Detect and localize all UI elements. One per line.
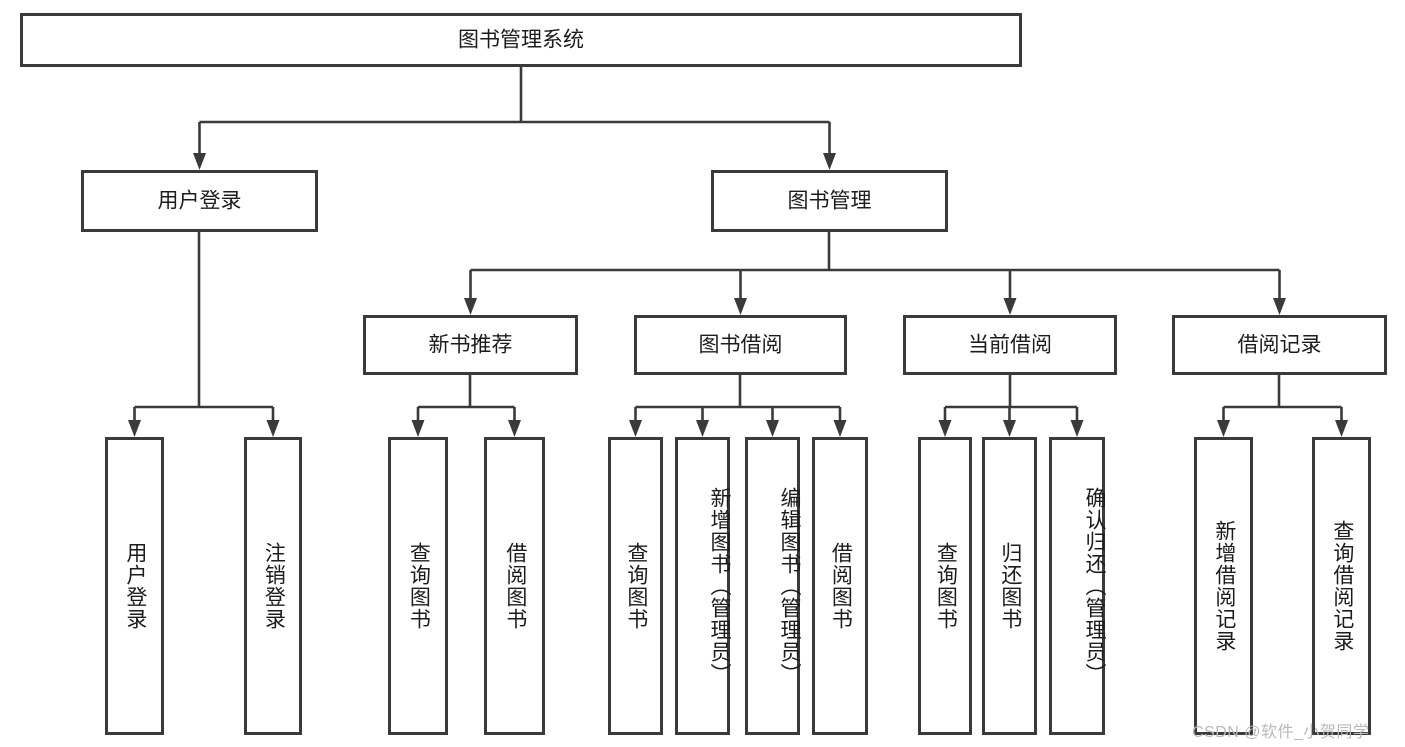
leaf-box-leaf-borrow-book-recommend[interactable] [484,437,545,735]
arrow-head-book-borrow [734,298,747,315]
node-label-root: 图书管理系统 [458,29,584,52]
arrow-head-book-management [823,153,836,170]
leaf-box-leaf-query-book-current[interactable] [918,437,972,735]
leaf-box-leaf-borrow-book[interactable] [812,437,868,735]
arrow-head-leaf-return-book [1003,420,1016,437]
node-box-current-borrow[interactable] [903,315,1117,375]
arrow-head-user-login [193,153,206,170]
arrow-head-current-borrow [1003,298,1017,315]
arrow-head-leaf-borrow-book [833,420,847,437]
leaf-box-leaf-logout[interactable] [244,437,302,735]
node-box-book-borrow[interactable] [634,315,847,375]
leaf-box-leaf-edit-book-admin[interactable] [745,437,800,735]
leaf-box-leaf-query-book-recommend[interactable] [388,437,448,735]
node-box-book-management[interactable] [711,170,948,232]
arrow-head-leaf-query-book-borrow [629,420,642,437]
connector-layer [128,67,1348,437]
node-box-new-book-recommend[interactable] [363,315,578,375]
leaf-box-leaf-query-book-borrow[interactable] [608,437,663,735]
node-label-current-borrow: 当前借阅 [968,334,1052,357]
leaf-box-leaf-confirm-return-admin[interactable] [1049,437,1105,735]
arrow-head-leaf-user-login [128,420,141,437]
node-label-user-login: 用户登录 [158,190,242,213]
arrow-head-borrow-record [1273,298,1286,315]
arrow-head-leaf-add-book-admin [696,420,709,437]
leaf-box-leaf-user-login[interactable] [105,437,164,735]
node-label-book-management: 图书管理 [788,190,872,213]
arrow-head-leaf-query-borrow-record [1335,420,1348,437]
arrow-head-leaf-borrow-book-recommend [508,420,521,437]
arrow-head-leaf-logout [266,420,280,437]
leaf-box-leaf-return-book[interactable] [982,437,1037,735]
node-label-new-book-recommend: 新书推荐 [429,334,513,357]
csdn-watermark: CSDN @软件_小贺同学 [1192,724,1370,741]
arrow-head-leaf-confirm-return-admin [1070,420,1084,437]
arrow-head-leaf-query-book-current [938,420,952,437]
node-box-root[interactable] [20,13,1022,67]
leaf-box-leaf-add-book-admin[interactable] [675,437,730,735]
node-box-borrow-record[interactable] [1172,315,1387,375]
arrow-head-leaf-edit-book-admin [766,420,779,437]
arrow-head-leaf-query-book-recommend [411,420,425,437]
arrow-head-leaf-add-borrow-record [1217,420,1230,437]
arrow-head-new-book-recommend [464,298,477,315]
node-box-layer [20,13,1387,735]
node-label-book-borrow: 图书借阅 [699,334,783,357]
node-label-borrow-record: 借阅记录 [1238,334,1322,357]
leaf-box-leaf-add-borrow-record[interactable] [1194,437,1253,735]
node-box-user-login[interactable] [81,170,318,232]
leaf-box-leaf-query-borrow-record[interactable] [1312,437,1371,735]
